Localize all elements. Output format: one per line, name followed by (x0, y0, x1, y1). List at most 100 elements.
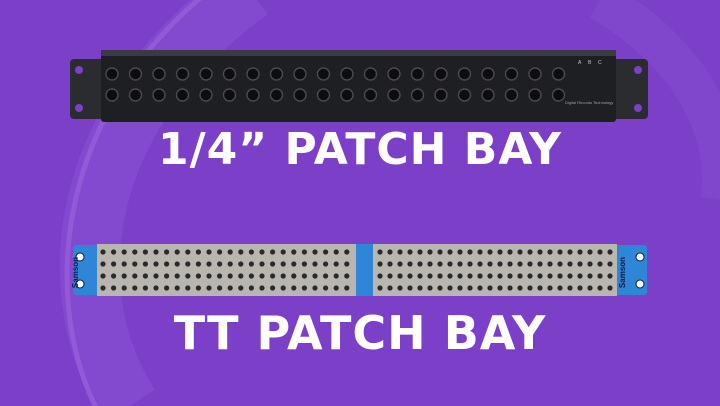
quarter-jack (434, 88, 448, 102)
quarter-jack (269, 88, 284, 102)
tt-jack (537, 273, 543, 279)
quarter-jack (551, 88, 566, 102)
tt-jack (517, 249, 523, 255)
tt-jack (206, 285, 212, 291)
tt-jack (397, 273, 403, 279)
tt-jack (323, 273, 329, 279)
tt-jack (100, 273, 106, 279)
tt-jack (164, 249, 170, 255)
quarter-jack (199, 88, 213, 102)
tt-jack (547, 261, 553, 267)
tt-jack (206, 261, 212, 267)
quarter-jack (387, 67, 401, 81)
tt-jack (427, 285, 433, 291)
tt-jack (397, 249, 403, 255)
quarter-jack (504, 88, 519, 102)
tt-jack (377, 249, 383, 255)
tt-jack (497, 285, 503, 291)
tt-jack (291, 285, 297, 291)
tt-jack (597, 273, 603, 279)
tt-jack (557, 261, 563, 267)
tt-jack (577, 285, 583, 291)
tt-jack (607, 249, 613, 255)
tt-patchbay (73, 244, 647, 296)
tt-jack (587, 261, 593, 267)
background-arcs (59, 0, 720, 406)
quarter-jack (199, 67, 213, 81)
tt-jack (557, 285, 563, 291)
tt-jack (312, 249, 318, 255)
tt-jack (323, 249, 329, 255)
tt-jack (111, 249, 117, 255)
tt-jack (467, 249, 473, 255)
tt-jack (467, 273, 473, 279)
quarter-jack (457, 88, 472, 102)
tt-jack (185, 249, 191, 255)
quarter-jack (175, 88, 190, 102)
quarter-patchbay-brand: Digital Records Technology (565, 100, 614, 105)
quarter-jack (316, 88, 331, 102)
tt-jack (312, 261, 318, 267)
tt-jack (121, 249, 127, 255)
tt-jack (312, 273, 318, 279)
tt-jack (195, 285, 201, 291)
quarter-jack (128, 88, 143, 102)
tt-jack (111, 261, 117, 267)
tt-jack (527, 261, 533, 267)
quarter-jack (293, 67, 307, 81)
tt-jack (111, 273, 117, 279)
tt-jack (259, 249, 265, 255)
tt-jack (164, 285, 170, 291)
tt-jack (280, 261, 286, 267)
tt-patchbay-title: TT PATCH BAY (173, 306, 547, 360)
rack-screw (635, 279, 645, 289)
tt-jack (487, 273, 493, 279)
tt-jack (132, 285, 138, 291)
tt-jack (259, 273, 265, 279)
tt-jack (301, 273, 307, 279)
tt-jack (312, 285, 318, 291)
tt-jack (537, 285, 543, 291)
tt-jack (142, 285, 148, 291)
tt-jack (217, 261, 223, 267)
quarter-jack (222, 88, 237, 102)
tt-jack (567, 261, 573, 267)
tt-patchbay-brand-left: Samson (71, 256, 81, 289)
tt-jack (457, 249, 463, 255)
tt-jack (507, 285, 513, 291)
tt-jack (280, 273, 286, 279)
tt-jack (164, 261, 170, 267)
tt-jack (477, 261, 483, 267)
tt-jack (248, 261, 254, 267)
tt-jack (447, 285, 453, 291)
tt-jack (417, 273, 423, 279)
tt-jack (467, 285, 473, 291)
tt-jack (507, 273, 513, 279)
tt-jack (487, 285, 493, 291)
quarter-jack (340, 88, 354, 102)
tt-jack (195, 261, 201, 267)
tt-jack (387, 261, 393, 267)
tt-jack (387, 285, 393, 291)
tt-jack (487, 249, 493, 255)
tt-jack (407, 273, 413, 279)
tt-jack (153, 285, 159, 291)
tt-jack (111, 285, 117, 291)
tt-jack (248, 249, 254, 255)
tt-jack (437, 249, 443, 255)
tt-jack (507, 249, 513, 255)
tt-jack (323, 261, 329, 267)
tt-jack (100, 261, 106, 267)
tt-jack (457, 261, 463, 267)
tt-jack (344, 249, 350, 255)
tt-jack (567, 249, 573, 255)
quarter-jack (481, 88, 495, 102)
tt-patchbay-brand-right: Samson (618, 256, 628, 289)
tt-jack (153, 249, 159, 255)
tt-jack (447, 261, 453, 267)
tt-jack (121, 261, 127, 267)
tt-jack (527, 249, 533, 255)
tt-jack (344, 273, 350, 279)
tt-jack (517, 273, 523, 279)
